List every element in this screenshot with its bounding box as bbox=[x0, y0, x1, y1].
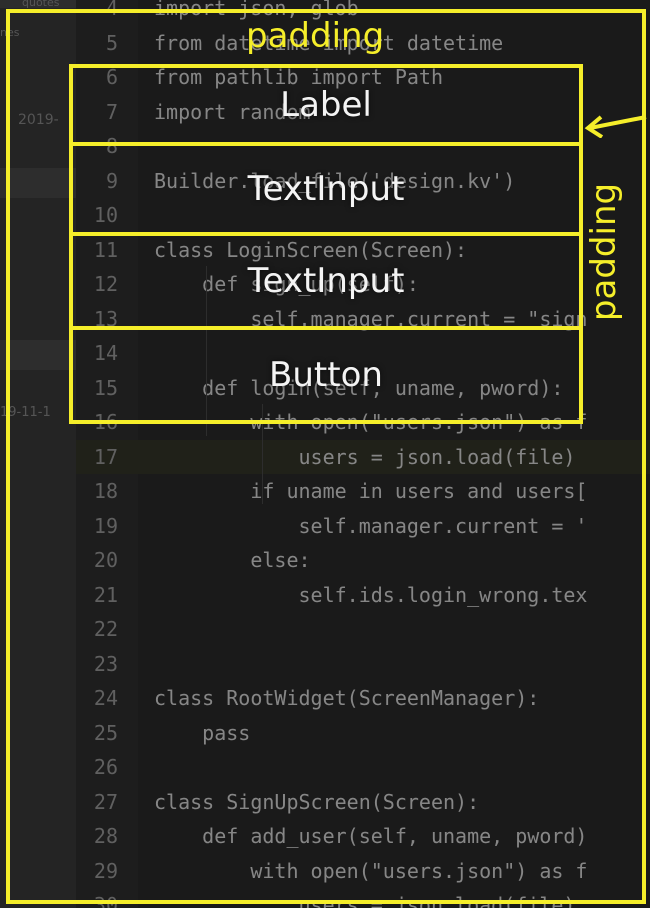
code-line[interactable]: 14 bbox=[76, 336, 650, 370]
padding-top-label: padding bbox=[246, 16, 385, 56]
line-number: 6 bbox=[105, 65, 118, 89]
line-number: 20 bbox=[93, 548, 118, 572]
code-text[interactable]: self.ids.login_wrong.tex bbox=[154, 582, 588, 607]
indent-guide bbox=[206, 266, 207, 436]
line-number: 17 bbox=[93, 444, 118, 469]
sidebar-row-highlight bbox=[0, 0, 76, 8]
code-text[interactable]: from datetime import datetime bbox=[154, 30, 504, 55]
arrow-left-icon bbox=[584, 115, 647, 138]
line-number: 9 bbox=[105, 168, 118, 193]
line-number: 25 bbox=[93, 720, 118, 745]
button-widget-box: Button bbox=[69, 326, 583, 424]
code-text[interactable]: else: bbox=[154, 548, 311, 572]
code-line[interactable]: 28 def add_user(self, uname, pword) bbox=[76, 819, 650, 853]
line-number: 15 bbox=[93, 375, 118, 400]
code-text[interactable]: def login(self, uname, pword): bbox=[154, 375, 564, 400]
code-line[interactable]: 10 bbox=[76, 198, 650, 232]
code-line[interactable]: 12 def sign_up(self): bbox=[76, 267, 650, 301]
line-number: 28 bbox=[93, 824, 118, 848]
project-sidebar: quotes nes 2019- 19-11-1 bbox=[0, 0, 76, 908]
code-text[interactable]: from pathlib import Path bbox=[154, 65, 443, 89]
code-text[interactable]: Builder.load_file('design.kv') bbox=[154, 168, 516, 193]
indent-guide bbox=[262, 404, 263, 504]
line-number: 18 bbox=[93, 479, 118, 503]
code-line[interactable]: 21 self.ids.login_wrong.tex bbox=[76, 578, 650, 612]
code-text[interactable]: def sign_up(self): bbox=[154, 272, 419, 296]
line-number: 5 bbox=[105, 30, 118, 55]
line-number: 7 bbox=[105, 99, 118, 124]
code-line[interactable]: 11 class LoginScreen(Screen): bbox=[76, 233, 650, 267]
textinput-widget-name: TextInput bbox=[247, 261, 405, 301]
code-line[interactable]: 17 users = json.load(file) bbox=[76, 439, 650, 474]
code-line[interactable]: 9 Builder.load_file('design.kv') bbox=[76, 164, 650, 198]
line-number: 23 bbox=[93, 651, 118, 676]
code-text[interactable]: class LoginScreen(Screen): bbox=[154, 237, 468, 262]
line-number: 21 bbox=[93, 582, 118, 607]
code-line[interactable]: 18 if uname in users and users[ bbox=[76, 474, 650, 508]
code-text[interactable]: class RootWidget(ScreenManager): bbox=[154, 686, 540, 710]
sidebar-row-highlight bbox=[0, 168, 76, 198]
outer-layout-box bbox=[6, 9, 646, 904]
code-text[interactable]: import random bbox=[154, 99, 311, 124]
code-text[interactable]: def add_user(self, uname, pword) bbox=[154, 824, 588, 848]
code-line[interactable]: 27 class SignUpScreen(Screen): bbox=[76, 785, 650, 819]
code-line[interactable]: 26 bbox=[76, 750, 650, 784]
sidebar-text[interactable]: 19-11-1 bbox=[0, 405, 51, 420]
label-widget-name: Label bbox=[280, 85, 372, 125]
textinput-widget-name: TextInput bbox=[247, 169, 405, 209]
code-text[interactable]: users = json.load(file) bbox=[154, 444, 576, 469]
code-line[interactable]: 20 else: bbox=[76, 543, 650, 577]
code-line[interactable]: 25 pass bbox=[76, 716, 650, 750]
line-number: 26 bbox=[93, 755, 118, 779]
sidebar-text[interactable]: 2019- bbox=[18, 112, 59, 128]
textinput-widget-box: TextInput bbox=[69, 232, 583, 330]
line-number: 12 bbox=[93, 272, 118, 296]
code-text[interactable]: if uname in users and users[ bbox=[154, 479, 588, 503]
line-number: 27 bbox=[93, 789, 118, 814]
code-line[interactable]: 6 from pathlib import Path bbox=[76, 60, 650, 94]
line-number: 8 bbox=[105, 134, 118, 158]
code-line[interactable]: 15 def login(self, uname, pword): bbox=[76, 371, 650, 405]
line-number: 10 bbox=[93, 203, 118, 227]
line-number: 19 bbox=[93, 513, 118, 538]
code-line[interactable]: 5 from datetime import datetime bbox=[76, 26, 650, 60]
button-widget-name: Button bbox=[269, 355, 383, 395]
code-line[interactable]: 23 bbox=[76, 647, 650, 681]
line-number: 11 bbox=[93, 237, 118, 262]
sidebar-row-highlight bbox=[0, 340, 76, 370]
label-widget-box: Label bbox=[69, 64, 583, 146]
code-line[interactable]: 29 with open("users.json") as f bbox=[76, 854, 650, 888]
code-line[interactable]: 19 self.manager.current = ' bbox=[76, 509, 650, 543]
code-line[interactable]: 8 bbox=[76, 129, 650, 163]
code-line[interactable]: 24 class RootWidget(ScreenManager): bbox=[76, 681, 650, 715]
padding-right-label: padding bbox=[584, 182, 625, 322]
code-line[interactable]: 22 bbox=[76, 612, 650, 646]
code-text[interactable]: class SignUpScreen(Screen): bbox=[154, 789, 480, 814]
line-number: 22 bbox=[93, 617, 118, 641]
code-text[interactable]: pass bbox=[154, 720, 251, 745]
sidebar-text[interactable]: quotes bbox=[22, 0, 60, 9]
textinput-widget-box: TextInput bbox=[69, 142, 583, 236]
line-number: 24 bbox=[93, 686, 118, 710]
code-text[interactable]: self.manager.current = ' bbox=[154, 513, 588, 538]
line-number: 14 bbox=[93, 341, 118, 365]
code-line[interactable]: 7 import random bbox=[76, 95, 650, 129]
line-number: 29 bbox=[93, 858, 118, 883]
code-text[interactable]: with open("users.json") as f bbox=[154, 858, 588, 883]
